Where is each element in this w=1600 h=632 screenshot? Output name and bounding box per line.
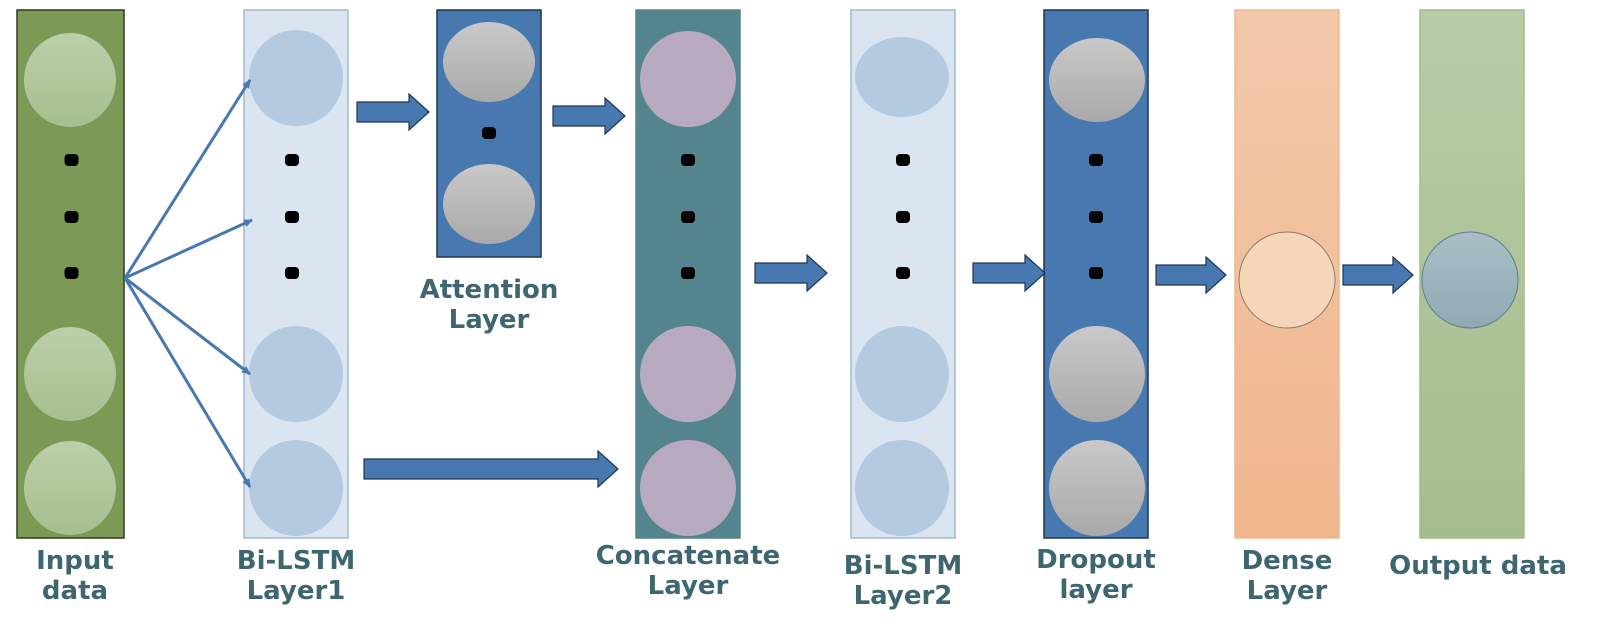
neuron-output-0 [1421, 231, 1519, 329]
neuron-attention-1 [443, 164, 535, 244]
neuron-dropout-2 [1049, 440, 1145, 536]
neuron-attention-0 [443, 22, 535, 102]
neuron-bilstm1-0 [249, 30, 343, 126]
label-dense: Dense Layer [1207, 546, 1367, 606]
label-dropout-line1: Dropout [1036, 545, 1156, 575]
ellipsis-dot-input-1 [64, 211, 79, 223]
label-concatenate: Concatenate Layer [588, 541, 788, 601]
arrow-bilstm1-to-concatenate-skip [363, 449, 619, 489]
arrow-bilstm2-to-dropout [972, 253, 1046, 293]
neuron-concatenate-1 [640, 326, 736, 422]
ellipsis-dot-bilstm1-0 [285, 154, 299, 166]
label-output-line1: Output data [1389, 551, 1567, 581]
layers [16, 9, 1525, 539]
layer-output [1419, 9, 1525, 539]
layer-input [16, 9, 125, 539]
ellipsis-dot-bilstm2-2 [896, 267, 910, 279]
neuron-bilstm2-2 [855, 440, 949, 536]
layer-attention [436, 9, 542, 258]
neuron-concatenate-0 [640, 31, 736, 127]
neuron-bilstm2-1 [855, 326, 949, 422]
fan-arrow-1 [124, 218, 253, 280]
label-bilstm1-line1: Bi-LSTM [236, 546, 356, 576]
ellipsis-dot-input-0 [64, 154, 79, 166]
neuron-bilstm1-1 [249, 326, 343, 422]
ellipsis-dot-dropout-0 [1089, 154, 1103, 166]
connections [123, 79, 1414, 489]
label-concatenate-line1: Concatenate [595, 541, 781, 571]
neuron-input-2 [24, 441, 116, 535]
neuron-bilstm2-0 [855, 37, 949, 117]
layer-concatenate [635, 9, 741, 539]
label-bilstm2: Bi-LSTM Layer2 [823, 551, 983, 611]
fan-arrow-2 [124, 276, 251, 376]
label-bilstm1-line2: Layer1 [246, 576, 346, 606]
ellipsis-dot-dropout-1 [1089, 211, 1103, 223]
label-dense-line1: Dense [1241, 546, 1333, 576]
fan-arrow-3 [123, 277, 252, 488]
layer-dense [1234, 9, 1340, 539]
neuron-dropout-1 [1049, 326, 1145, 422]
label-bilstm2-line2: Layer2 [853, 581, 953, 611]
neuron-input-0 [24, 33, 116, 127]
label-dropout-line2: layer [1059, 575, 1133, 605]
label-attention-line1: Attention [419, 275, 559, 305]
ellipsis-dot-bilstm1-2 [285, 267, 299, 279]
arrow-dropout-to-dense [1155, 255, 1227, 295]
neuron-bilstm1-2 [249, 440, 343, 536]
label-attention-line2: Layer [448, 305, 530, 335]
label-concatenate-line2: Layer [647, 571, 729, 601]
arrow-concatenate-to-bilstm2 [754, 253, 828, 293]
neuron-concatenate-2 [640, 440, 736, 536]
ellipsis-dot-input-2 [64, 267, 79, 279]
fan-out-arrows [123, 79, 253, 488]
ellipsis-dot-dropout-2 [1089, 267, 1103, 279]
ellipsis-dot-concatenate-0 [681, 154, 695, 166]
ellipsis-dot-bilstm2-0 [896, 154, 910, 166]
neuron-input-1 [24, 327, 116, 421]
ellipsis-dot-concatenate-1 [681, 211, 695, 223]
layer-bilstm1 [243, 9, 349, 539]
label-dropout: Dropout layer [1016, 545, 1176, 605]
arrow-dense-to-output [1342, 255, 1414, 295]
ellipsis-dot-concatenate-2 [681, 267, 695, 279]
arrow-bilstm1-to-attention [356, 92, 430, 132]
label-bilstm1: Bi-LSTM Layer1 [216, 546, 376, 606]
neuron-dropout-0 [1049, 38, 1145, 122]
label-attention: Attention Layer [404, 275, 574, 335]
ellipsis-dot-bilstm2-1 [896, 211, 910, 223]
layer-bilstm2 [850, 9, 956, 539]
label-input-line1: Input data [36, 546, 114, 606]
label-input: Input data [0, 546, 150, 606]
arrow-attention-to-concatenate [552, 96, 626, 136]
layer-dropout [1043, 9, 1149, 539]
neuron-dense-0 [1238, 231, 1336, 329]
ellipsis-dot-attention-0 [482, 127, 496, 139]
fan-arrow-0 [123, 79, 252, 279]
label-output: Output data [1388, 551, 1568, 581]
label-dense-line2: Layer [1246, 576, 1328, 606]
label-bilstm2-line1: Bi-LSTM [843, 551, 963, 581]
ellipsis-dot-bilstm1-1 [285, 211, 299, 223]
